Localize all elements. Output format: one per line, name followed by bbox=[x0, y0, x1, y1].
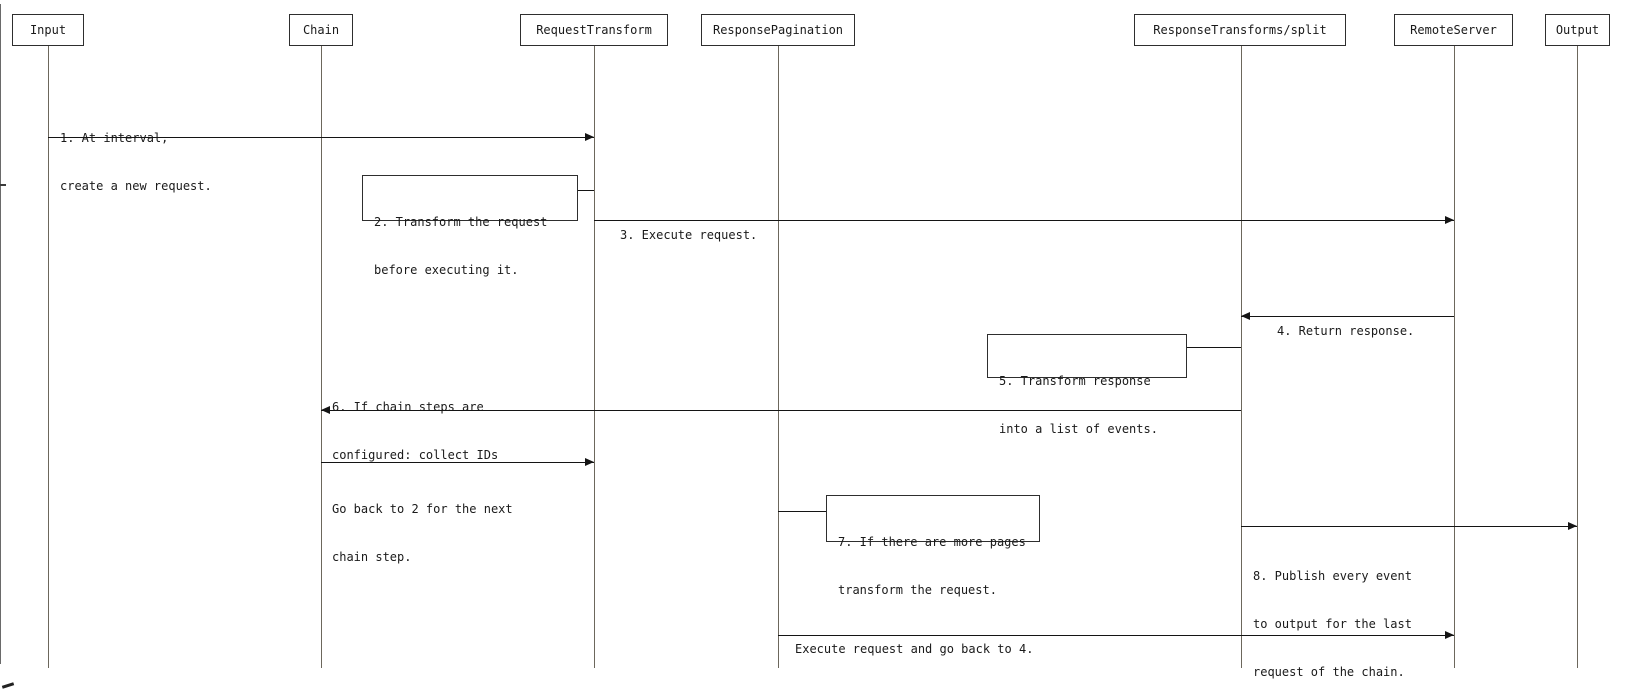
lifeline-input bbox=[48, 46, 49, 668]
label-execute-go-back-4: Execute request and go back to 4. bbox=[795, 642, 1034, 656]
arrow-1-line bbox=[48, 137, 594, 138]
actor-box-output: Output bbox=[1545, 14, 1610, 46]
arrow-6-line bbox=[321, 410, 1241, 411]
lifeline-response-pagination bbox=[778, 46, 779, 668]
arrow-3-head-icon bbox=[1445, 216, 1454, 224]
lifeline-remote-server bbox=[1454, 46, 1455, 668]
arrow-go-back-2-head-icon bbox=[585, 458, 594, 466]
arrow-9-line bbox=[778, 635, 1454, 636]
lifeline-request-transform bbox=[594, 46, 595, 668]
lifeline-chain bbox=[321, 46, 322, 668]
actor-box-input: Input bbox=[12, 14, 84, 46]
actor-label-output: Output bbox=[1555, 23, 1600, 37]
actor-label-chain: Chain bbox=[302, 23, 340, 37]
actor-label-response-transforms-split: ResponseTransforms/split bbox=[1153, 23, 1327, 37]
actor-box-request-transform: RequestTransform bbox=[520, 14, 668, 46]
label-1-create-request: 1. At interval, create a new request. bbox=[60, 131, 212, 193]
lifeline-response-transforms-split bbox=[1241, 46, 1242, 668]
note-2-connector-line bbox=[578, 190, 594, 191]
actor-label-request-transform: RequestTransform bbox=[536, 23, 652, 37]
actor-box-remote-server: RemoteServer bbox=[1394, 14, 1513, 46]
note-5-connector-line bbox=[1187, 347, 1241, 348]
arrow-1-head-icon bbox=[585, 133, 594, 141]
label-3-execute-request: 3. Execute request. bbox=[620, 228, 758, 242]
actor-box-response-transforms-split: ResponseTransforms/split bbox=[1134, 14, 1346, 46]
arrow-4-head-icon bbox=[1241, 312, 1250, 320]
actor-label-input: Input bbox=[29, 23, 67, 37]
actor-label-remote-server: RemoteServer bbox=[1410, 23, 1497, 37]
note-7-connector-line bbox=[778, 511, 826, 512]
left-edge-line bbox=[0, 4, 1, 664]
arrow-3-line bbox=[594, 220, 1454, 221]
bottom-left-mark bbox=[1, 682, 15, 689]
arrow-6-head-icon bbox=[321, 406, 330, 414]
arrow-8-head-icon bbox=[1568, 522, 1577, 530]
label-8-publish-events: 8. Publish every event to output for the… bbox=[1253, 569, 1412, 679]
arrow-4-line bbox=[1241, 316, 1454, 317]
note-5-transform-response: 5. Transform response into a list of eve… bbox=[987, 334, 1187, 436]
arrow-9-head-icon bbox=[1445, 631, 1454, 639]
actor-label-response-pagination: ResponsePagination bbox=[712, 23, 844, 37]
left-edge-tick bbox=[0, 184, 6, 186]
note-2-transform-request: 2. Transform the request before executin… bbox=[362, 175, 578, 277]
label-4-return-response: 4. Return response. bbox=[1277, 324, 1415, 338]
actor-box-response-pagination: ResponsePagination bbox=[701, 14, 855, 46]
actor-box-chain: Chain bbox=[289, 14, 353, 46]
arrow-8-line bbox=[1241, 526, 1577, 527]
arrow-go-back-2-line bbox=[321, 462, 594, 463]
note-7-more-pages: 7. If there are more pages transform the… bbox=[826, 495, 1040, 597]
lifeline-output bbox=[1577, 46, 1578, 668]
label-go-back-2: Go back to 2 for the next chain step. bbox=[332, 502, 513, 564]
